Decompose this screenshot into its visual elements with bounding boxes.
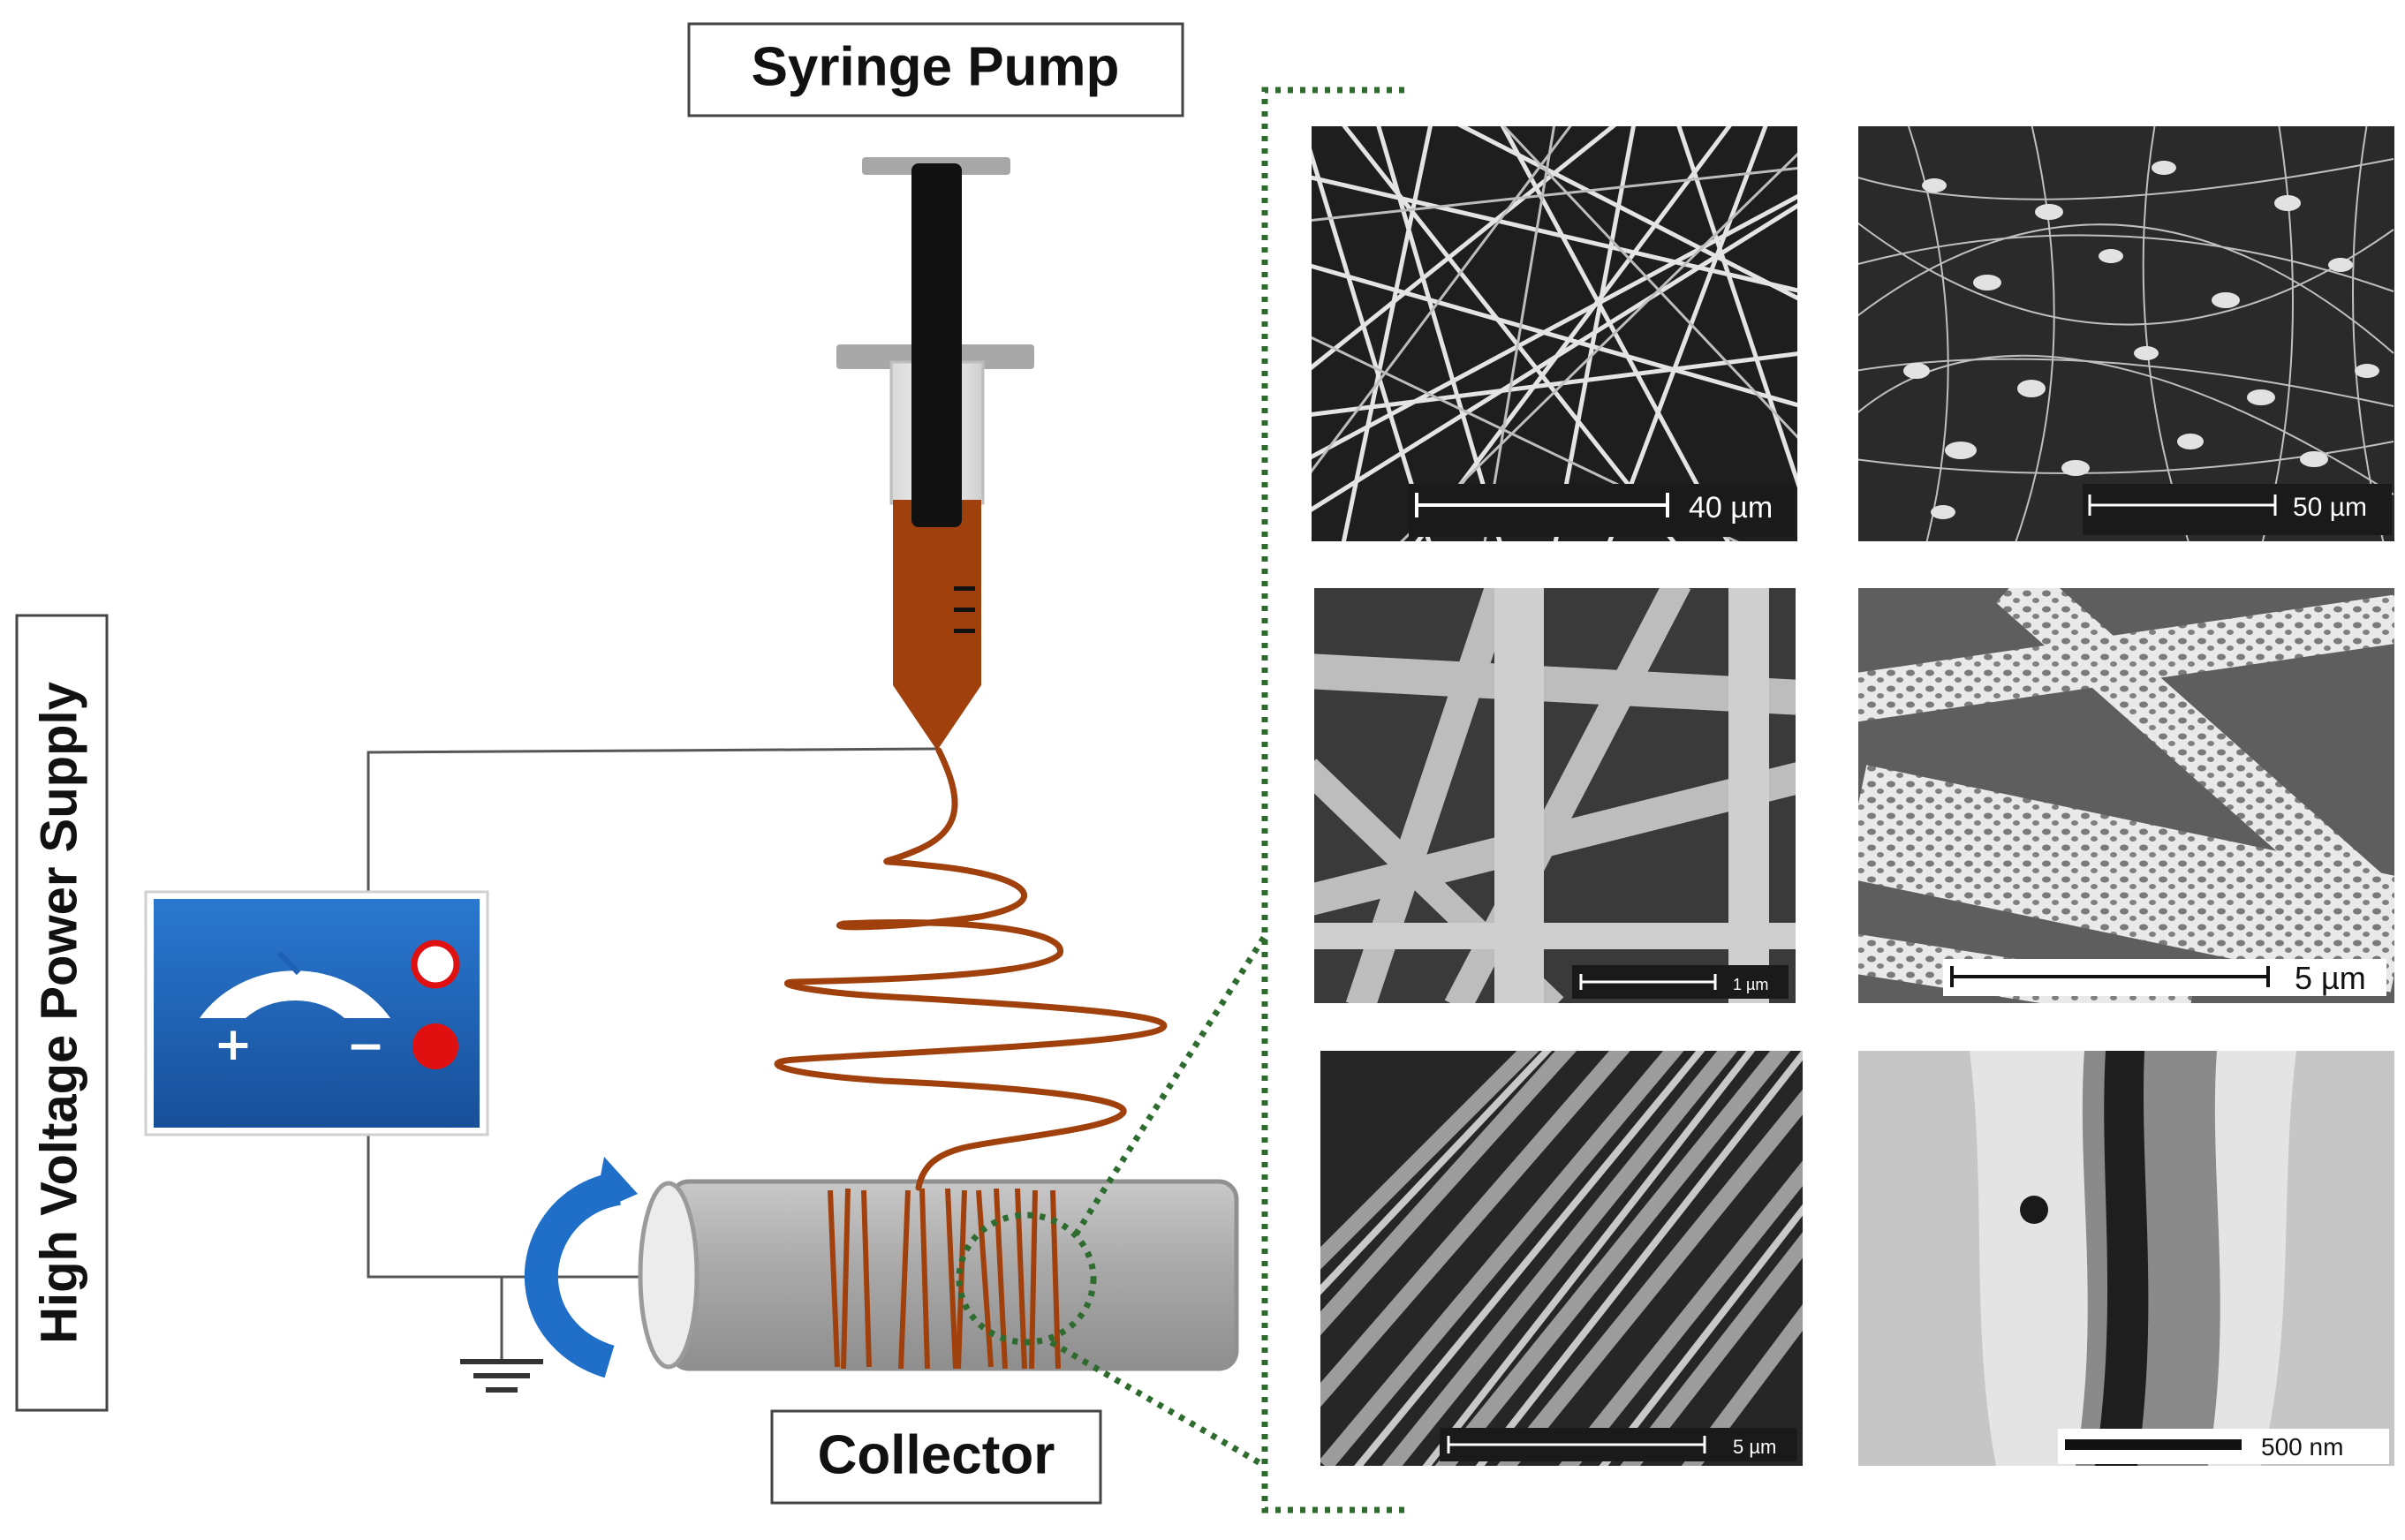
rotation-arrow-icon [524, 1157, 638, 1378]
scale-bar-label: 40 µm [1689, 491, 1773, 525]
collector-drum [638, 1179, 1239, 1371]
micrograph-random-fibers: 40 µm [1312, 126, 1797, 541]
ground-icon [460, 1359, 543, 1393]
power-supply-label: High Voltage Power Supply [30, 682, 87, 1344]
polymer-solution [893, 500, 981, 751]
collector-label-box: Collector [770, 1409, 1102, 1505]
minus-symbol: − [346, 1020, 385, 1073]
polymer-jet [774, 747, 1168, 1191]
micrograph-aligned-fibers: 5 µm [1320, 1051, 1803, 1466]
voltage-gauge-icon [200, 970, 390, 1018]
zoom-indicator [956, 87, 1404, 1514]
power-supply-label-box: High Voltage Power Supply [15, 614, 109, 1412]
syringe-plunger [911, 163, 962, 527]
scale-bar-label: 1 µm [1733, 976, 1768, 993]
micrograph-core-shell: 500 nm [1858, 1051, 2394, 1466]
plus-symbol: + [214, 1018, 253, 1071]
negative-terminal-icon [412, 1023, 458, 1069]
scale-bar-label: 5 µm [2295, 960, 2366, 996]
micrograph-beaded-fibers: 50 µm [1858, 126, 2394, 541]
scale-bar-label: 50 µm [2293, 493, 2367, 522]
micrograph-smooth-fibers: 1 µm [1314, 588, 1796, 1003]
scale-bar-label: 500 nm [2261, 1433, 2343, 1461]
collector-label: Collector [818, 1424, 1055, 1485]
micrograph-porous-fibers: 5 µm [1858, 588, 2394, 1003]
syringe-pump-label-box: Syringe Pump [687, 22, 1184, 117]
syringe-pump-label: Syringe Pump [752, 36, 1120, 97]
positive-terminal-icon [411, 940, 460, 989]
power-supply-box: + − [144, 890, 489, 1136]
scale-bar-label: 5 µm [1733, 1436, 1776, 1458]
syringe [836, 157, 1034, 751]
collected-fibers [828, 1188, 1061, 1370]
